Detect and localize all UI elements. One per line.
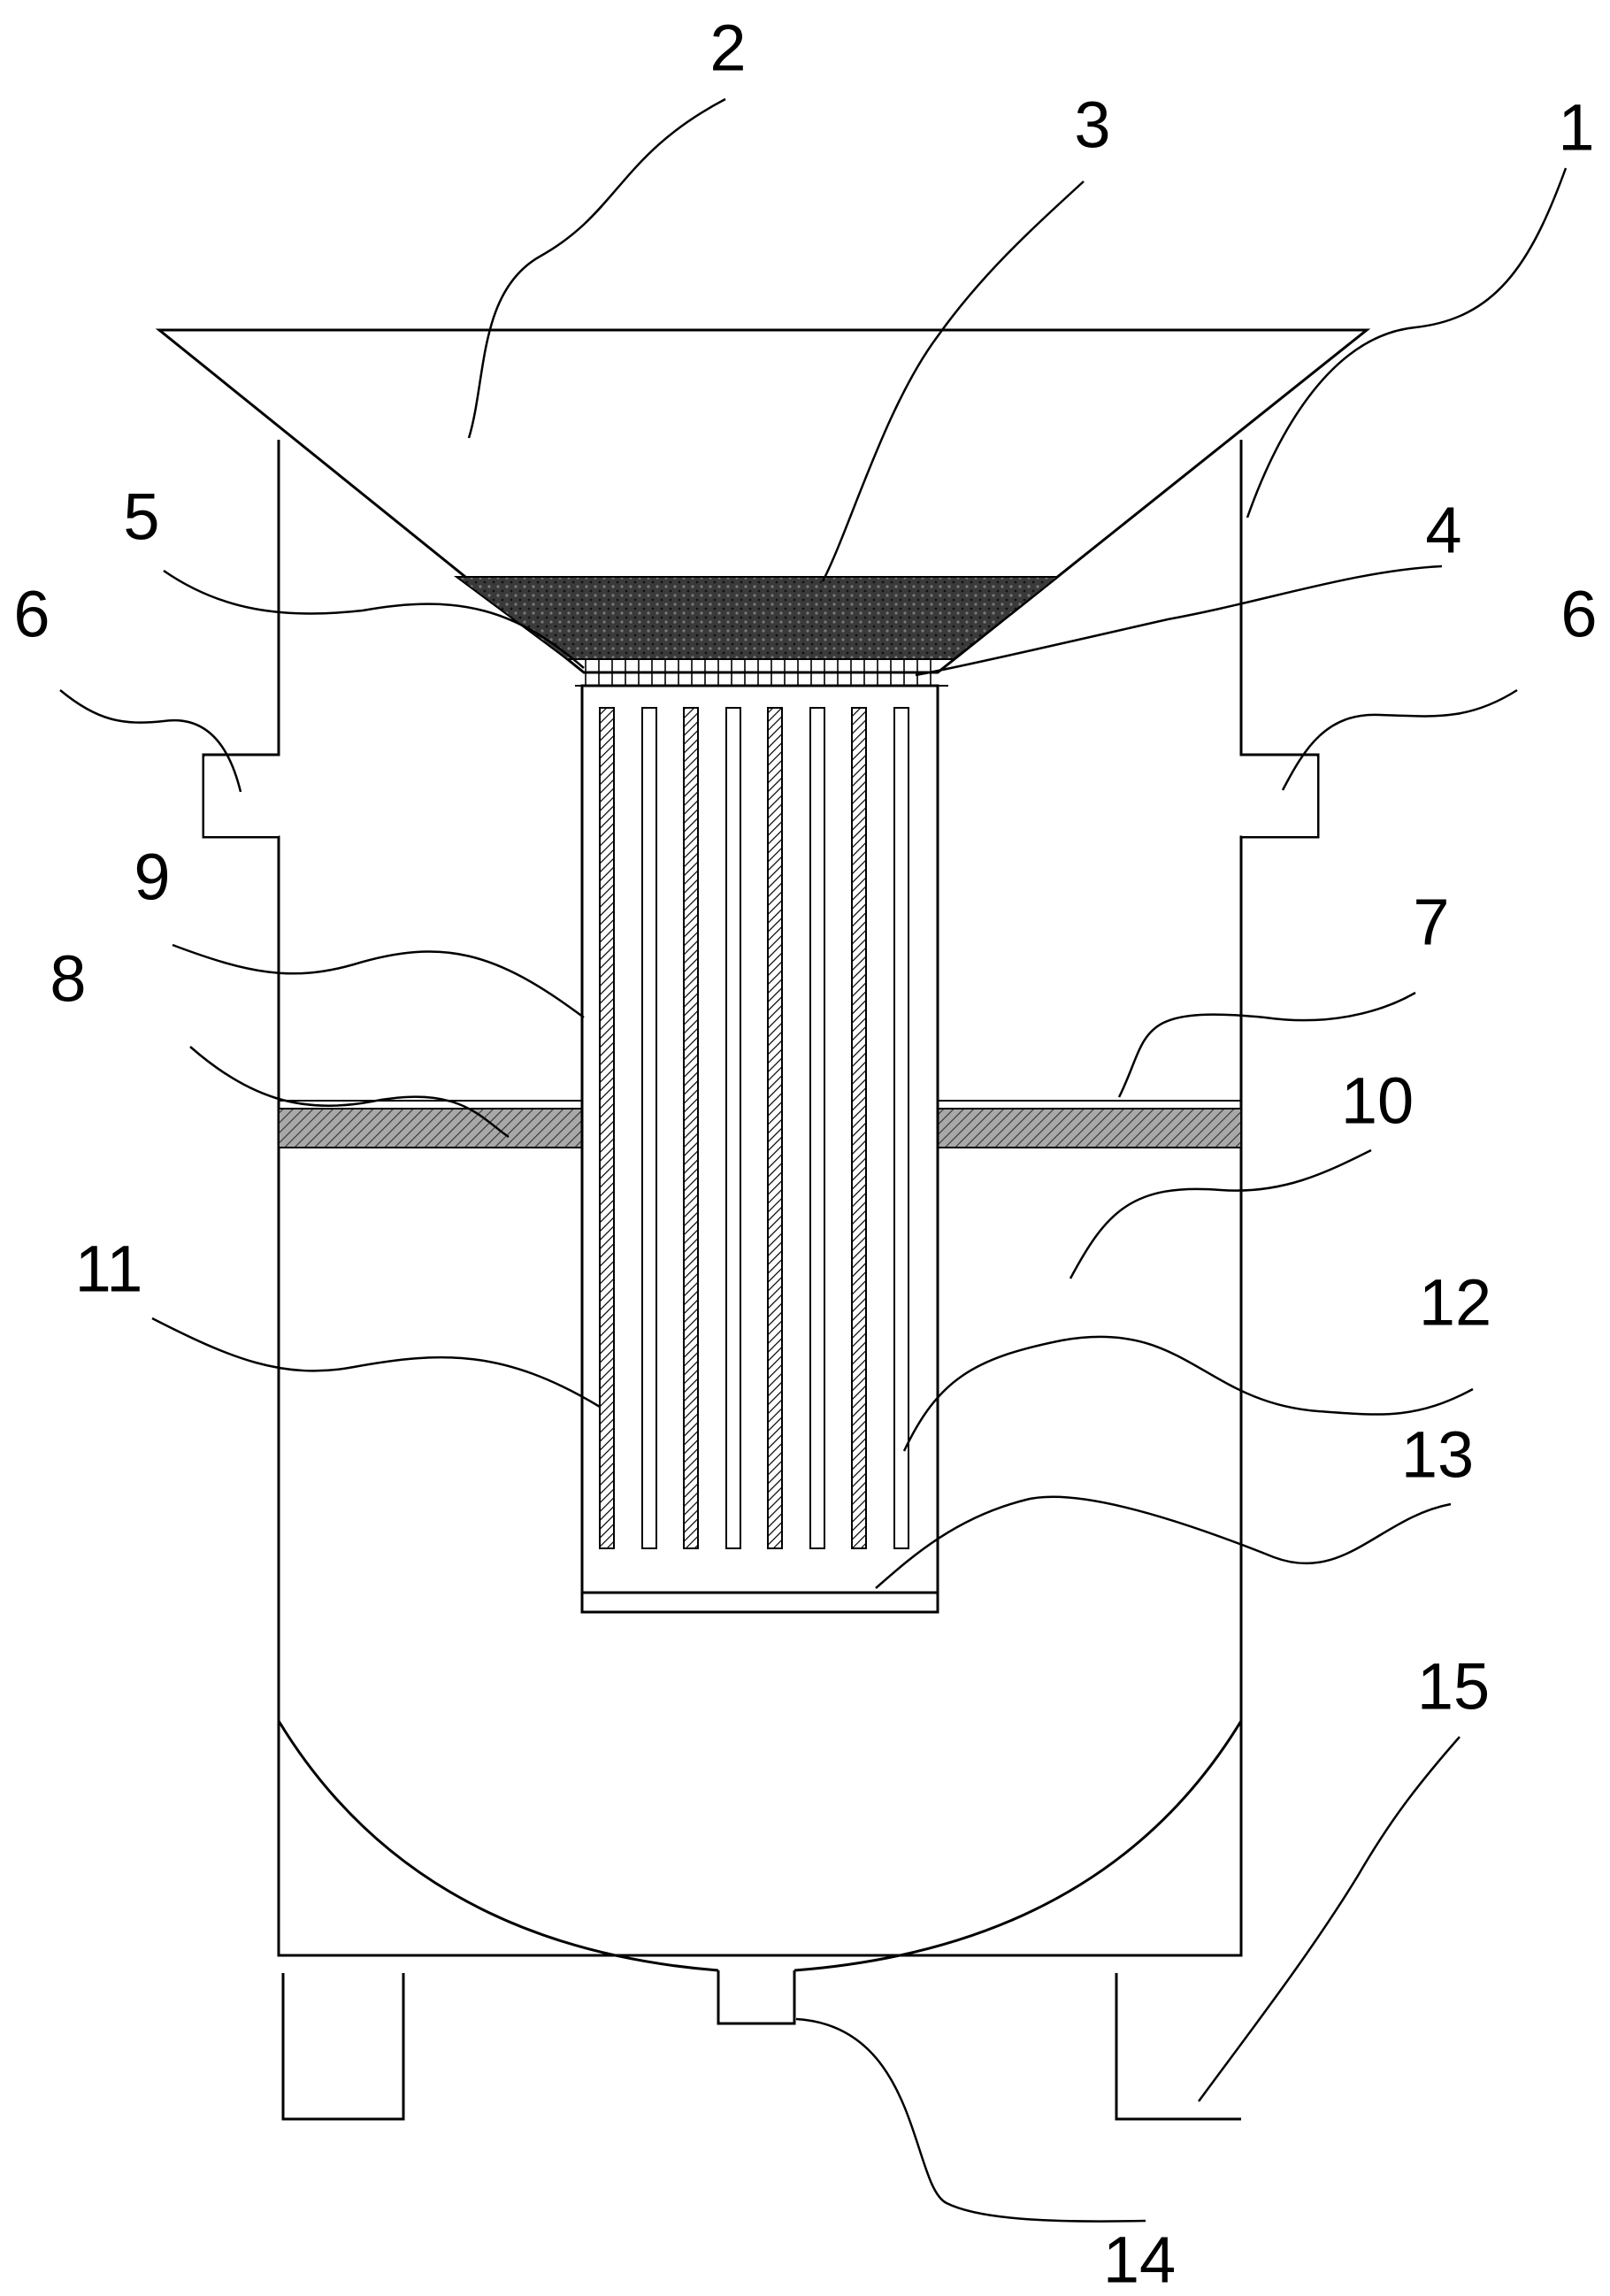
label-4: 4 [1425,494,1461,567]
left-nozzle-inner [204,756,279,836]
outlet-pipe [717,1970,796,2025]
label-6-right: 6 [1560,578,1597,651]
anode-rod [683,707,699,1549]
tank-bottom-curve [277,1720,719,1972]
support-plate-left [278,1108,583,1148]
label-5: 5 [123,480,159,554]
label-8: 8 [50,942,86,1016]
label-3: 3 [1074,88,1110,162]
bottom-plate [580,1591,939,1614]
label-1: 1 [1558,91,1594,165]
label-7: 7 [1413,886,1449,959]
filter-layer [453,576,1061,660]
right-nozzle-inner [1242,756,1317,836]
reaction-column [580,684,939,1594]
anode-rod [599,707,615,1549]
anode-rod [851,707,867,1549]
left-leg [281,1973,405,2121]
distribution-grille [585,659,932,686]
support-plate-right [937,1108,1242,1148]
label-2: 2 [709,12,746,85]
cathode-rod [725,707,741,1549]
tank-bottom-curve-right [794,1720,1243,1972]
tank-body [202,440,1320,1957]
label-11: 11 [75,1232,143,1306]
label-10: 10 [1341,1064,1414,1138]
label-15: 15 [1417,1650,1490,1724]
cathode-rod [893,707,909,1549]
right-leg [1115,1973,1241,2121]
label-6-left: 6 [13,578,50,651]
cathode-rod [809,707,825,1549]
funnel [155,328,1371,674]
electrode-rods [599,707,909,1549]
label-12: 12 [1419,1266,1491,1340]
label-14: 14 [1103,2223,1176,2292]
anode-rod [767,707,783,1549]
leader-lines [59,97,1568,2223]
label-9: 9 [134,841,170,914]
label-13: 13 [1401,1418,1474,1492]
cathode-rod [641,707,657,1549]
